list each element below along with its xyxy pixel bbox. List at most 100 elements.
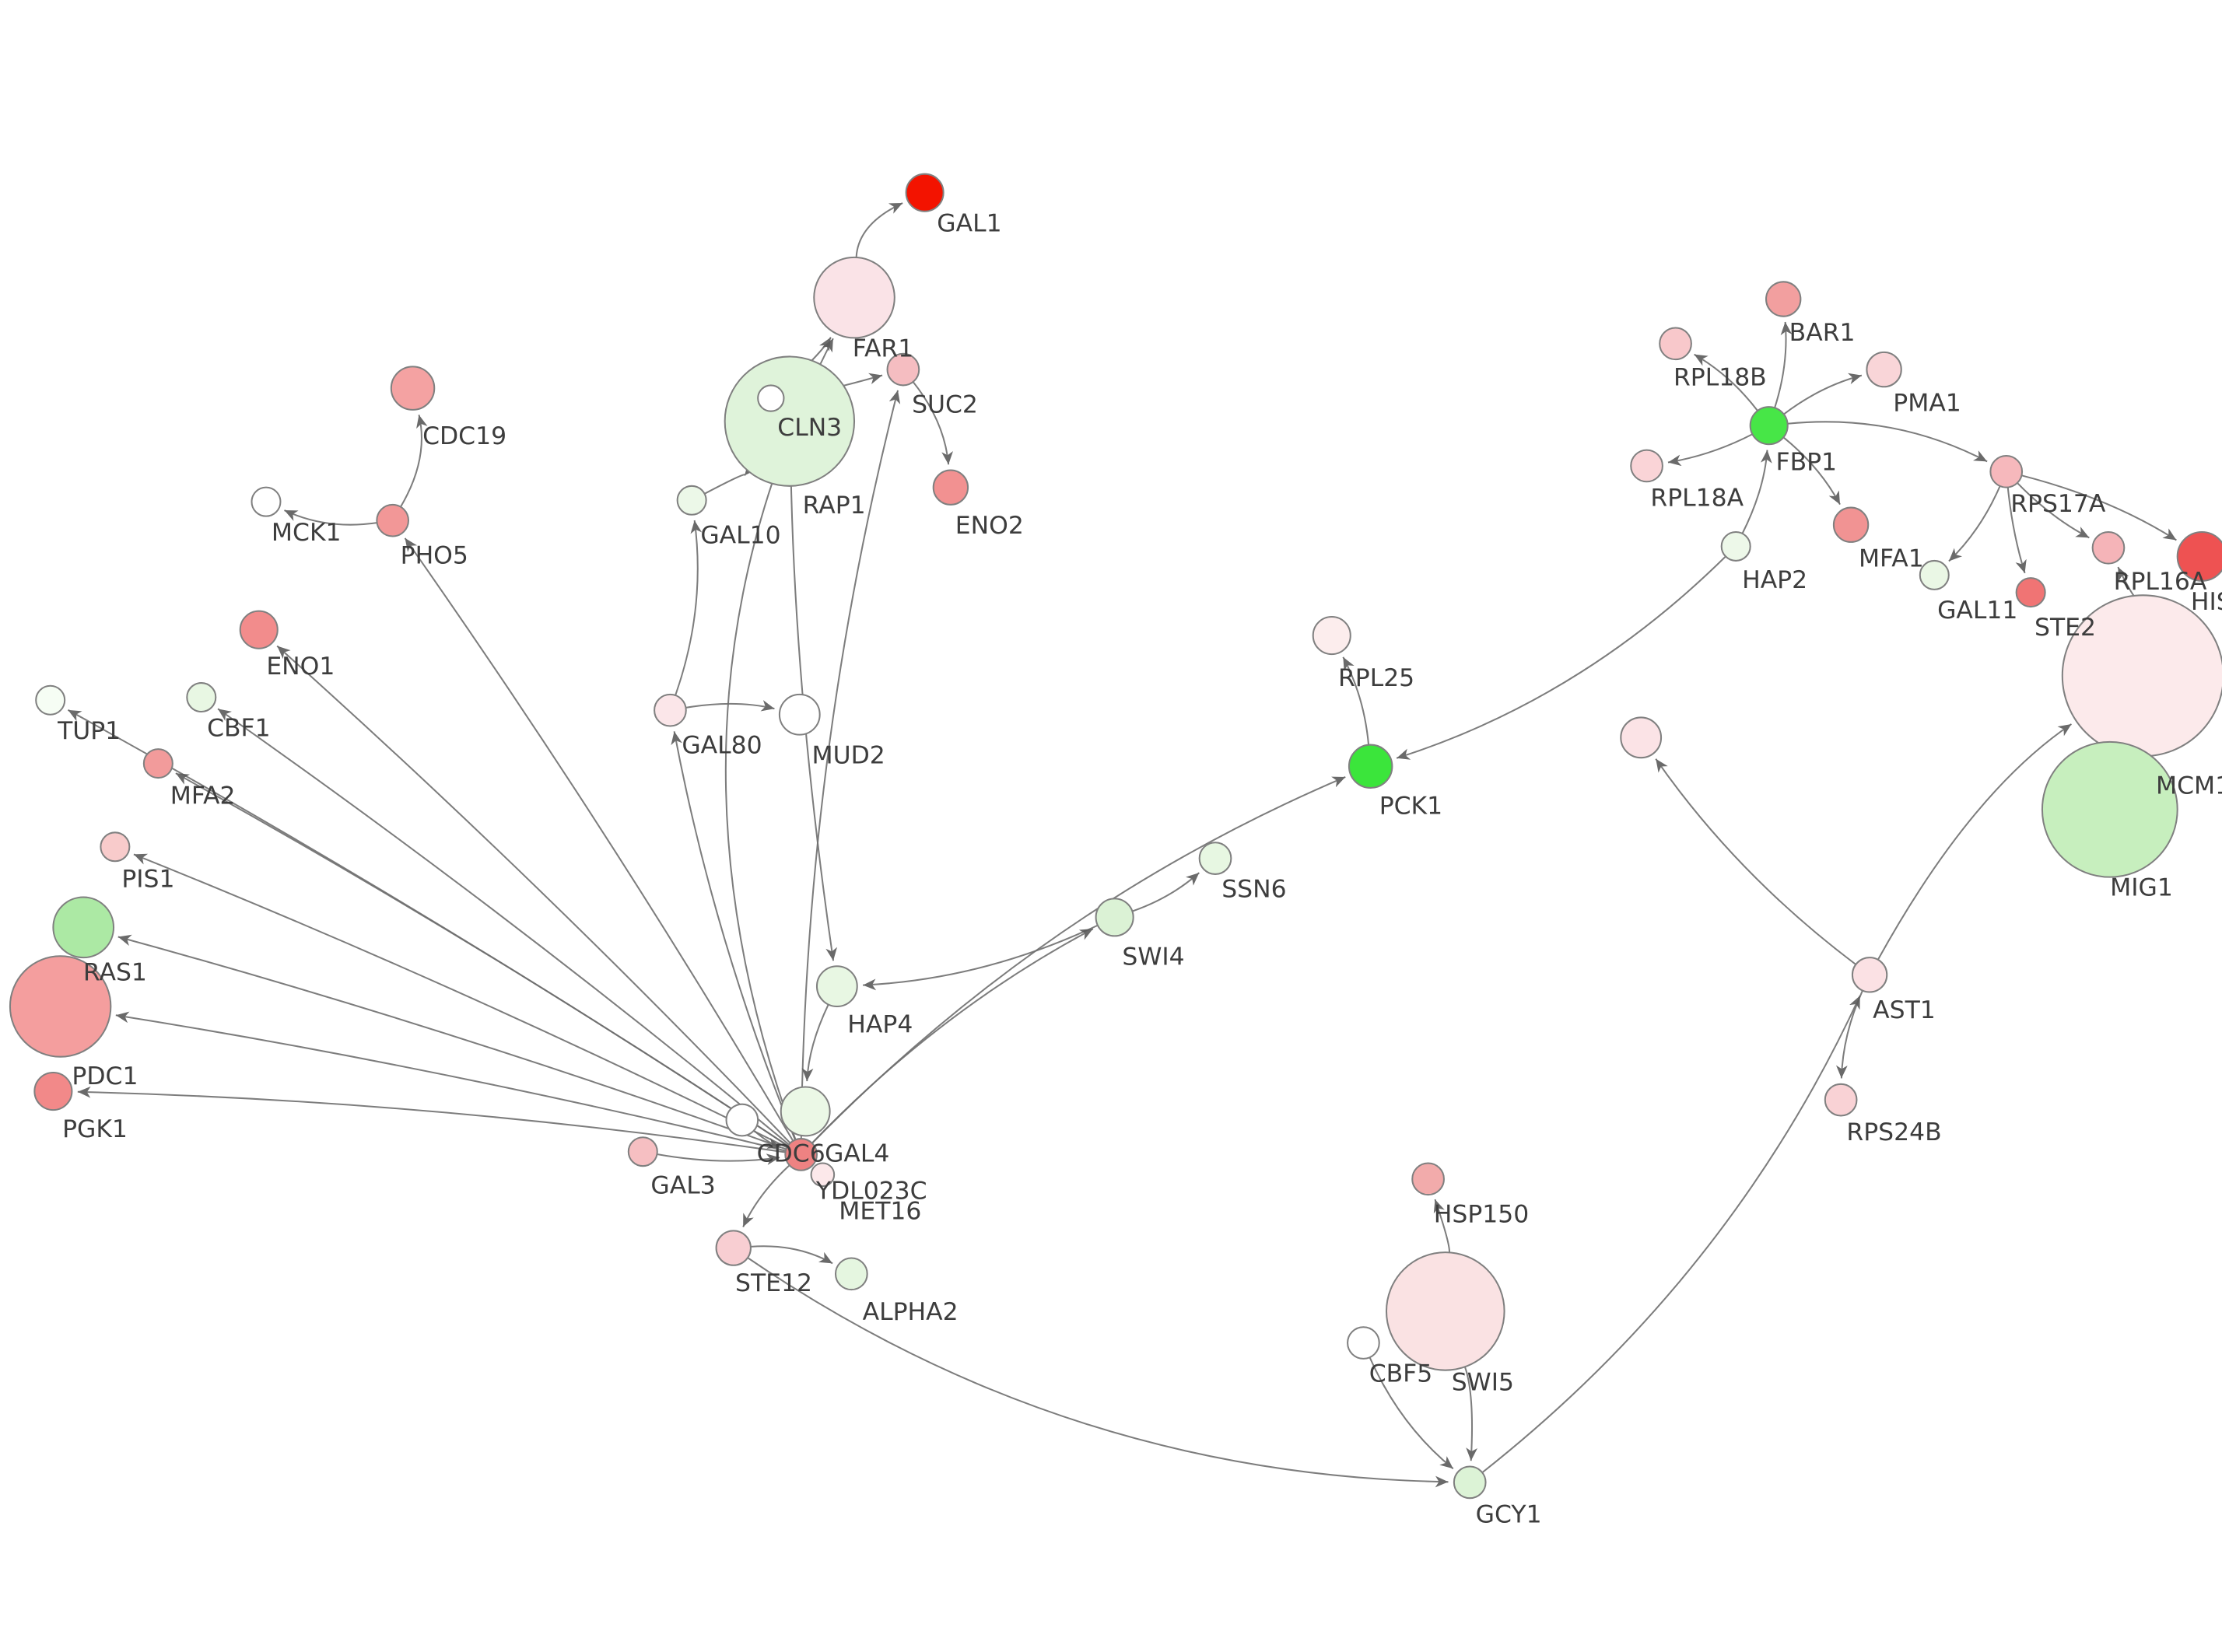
node-RAP1[interactable] <box>724 355 856 487</box>
edge-fbp1-bar1[interactable] <box>1774 321 1793 408</box>
edge-gal4-pck1[interactable] <box>811 776 1346 1144</box>
edge-gal4-pdc1[interactable] <box>115 1011 787 1152</box>
edge-swi4-ssn6[interactable] <box>1132 872 1200 912</box>
node-SWI5[interactable] <box>1385 1251 1505 1371</box>
edge-far1-gal1[interactable] <box>855 202 903 257</box>
node-PHO5[interactable] <box>376 503 410 537</box>
edge-gal4-suc2[interactable] <box>800 390 901 1139</box>
edge-gal4-pho5[interactable] <box>404 537 794 1142</box>
node-STE12[interactable] <box>715 1230 752 1266</box>
edge-fbp1-pma1[interactable] <box>1783 373 1863 415</box>
node-FBP1[interactable] <box>1749 406 1789 446</box>
node-TUP1[interactable] <box>35 684 66 716</box>
node-YDL023C[interactable] <box>780 1086 831 1137</box>
edge-hap2-fbp1[interactable] <box>1741 450 1772 534</box>
edge-fbp1-mfa1[interactable] <box>1782 436 1841 506</box>
node-HAP4[interactable] <box>815 965 858 1008</box>
node-ENO1[interactable] <box>239 610 279 649</box>
node-MET16[interactable] <box>810 1162 836 1188</box>
edge-hap2-pck1[interactable] <box>1396 555 1726 760</box>
edge-cdc6-gal4[interactable] <box>753 1129 781 1149</box>
edge-gal4-pis1[interactable] <box>133 853 787 1149</box>
node-GCY1[interactable] <box>1453 1465 1487 1500</box>
node-BAR1[interactable] <box>1765 281 1802 317</box>
edge-ste12-alpha2[interactable] <box>750 1245 833 1265</box>
node-RAS1[interactable] <box>52 896 115 959</box>
edge-gcy1-ast1[interactable] <box>1481 995 1861 1474</box>
node-RPL18A[interactable] <box>1630 449 1663 483</box>
edge-ast1-mcm1[interactable] <box>1877 723 2073 961</box>
node-AST1[interactable] <box>1851 957 1888 993</box>
node-GAL11[interactable] <box>1919 559 1950 590</box>
node-SWI4[interactable] <box>1095 898 1134 937</box>
node-MFA2[interactable] <box>142 748 173 779</box>
node-HSP150[interactable] <box>1411 1162 1445 1196</box>
node-PDC1[interactable] <box>9 955 112 1058</box>
node-CBF5[interactable] <box>1347 1326 1380 1360</box>
node-FAR1[interactable] <box>813 256 895 339</box>
edge-swi5-gcy1[interactable] <box>1463 1367 1478 1461</box>
node-ENO2[interactable] <box>932 469 969 506</box>
node-MFA1[interactable] <box>1832 506 1870 543</box>
edge-gal4-gal80[interactable] <box>671 731 797 1140</box>
edge-gal4-tup1[interactable] <box>67 709 789 1146</box>
edge-gal4-ras1[interactable] <box>117 934 787 1150</box>
node-CDC19[interactable] <box>390 366 436 411</box>
node-GAL10[interactable] <box>676 485 707 516</box>
edge-rps17a-gal11[interactable] <box>1948 485 2001 562</box>
node-MIG1[interactable] <box>2041 740 2178 878</box>
edge-gal4-cbf1[interactable] <box>217 708 790 1146</box>
node-CLN3[interactable] <box>757 384 785 412</box>
node-PIS1[interactable] <box>100 831 131 863</box>
node-STE2[interactable] <box>2015 577 2046 608</box>
edge-ast1-unnamed1[interactable] <box>1655 758 1856 965</box>
edge-gal4-pgk1[interactable] <box>77 1086 786 1153</box>
edge-gal80-gal10[interactable] <box>675 520 703 696</box>
node-MUD2[interactable] <box>778 693 821 736</box>
node-PGK1[interactable] <box>33 1072 73 1111</box>
edge-cbf5-gcy1[interactable] <box>1369 1356 1454 1470</box>
edge-pho5-cdc19[interactable] <box>400 415 428 508</box>
node-SSN6[interactable] <box>1198 842 1232 875</box>
edge-swi4-hap4[interactable] <box>863 924 1099 991</box>
edge-fbp1-rpl18a[interactable] <box>1667 433 1753 467</box>
node-RPL16A[interactable] <box>2091 530 2126 565</box>
node-HAP2[interactable] <box>1720 530 1751 562</box>
edge-gal3-gal4[interactable] <box>657 1153 780 1165</box>
node-SUC2[interactable] <box>886 352 920 387</box>
edge-gal80-mud2[interactable] <box>685 700 775 712</box>
edge-swi5-hsp150[interactable] <box>1433 1199 1450 1253</box>
node-HIS4[interactable] <box>2176 530 2222 582</box>
edge-fbp1-rpl18b[interactable] <box>1694 353 1758 411</box>
node-CDC6[interactable] <box>725 1103 759 1137</box>
edge-suc2-eno2[interactable] <box>912 381 953 465</box>
node-PCK1[interactable] <box>1348 744 1393 789</box>
node-GAL80[interactable] <box>654 693 687 727</box>
node-CBF1[interactable] <box>186 682 217 713</box>
edge-gal10-rap1[interactable] <box>704 461 758 495</box>
node-unnamed1[interactable] <box>1620 716 1663 759</box>
node-RPL25[interactable] <box>1312 616 1351 656</box>
edge-gal4-ste12[interactable] <box>742 1164 790 1227</box>
edge-ast1-rps24b[interactable] <box>1835 990 1863 1079</box>
edge-gal4-eno1[interactable] <box>276 645 791 1144</box>
edge-gal4-mfa2[interactable] <box>175 772 789 1146</box>
node-RPS24B[interactable] <box>1824 1083 1858 1117</box>
node-GAL3[interactable] <box>627 1136 658 1167</box>
node-MCK1[interactable] <box>251 486 282 517</box>
edge-hap4-ydl023c[interactable] <box>801 1003 829 1082</box>
edge-rps17a-ste2[interactable] <box>2006 487 2027 574</box>
node-PMA1[interactable] <box>1866 351 1902 388</box>
node-RPL18B[interactable] <box>1659 327 1692 361</box>
node-RPS17A[interactable] <box>1989 454 2024 488</box>
node-ALPHA2[interactable] <box>834 1257 868 1291</box>
node-GAL1[interactable] <box>905 173 945 212</box>
edge-rps17a-his4[interactable] <box>2021 474 2177 541</box>
edge-fbp1-rps17a[interactable] <box>1787 421 1988 463</box>
edge-pho5-mck1[interactable] <box>284 509 377 526</box>
edge-rap1-suc2[interactable] <box>843 373 883 387</box>
edge-ste12-gcy1[interactable] <box>747 1257 1449 1488</box>
node-GAL4[interactable] <box>784 1138 818 1171</box>
edge-pck1-rpl25[interactable] <box>1342 656 1370 745</box>
